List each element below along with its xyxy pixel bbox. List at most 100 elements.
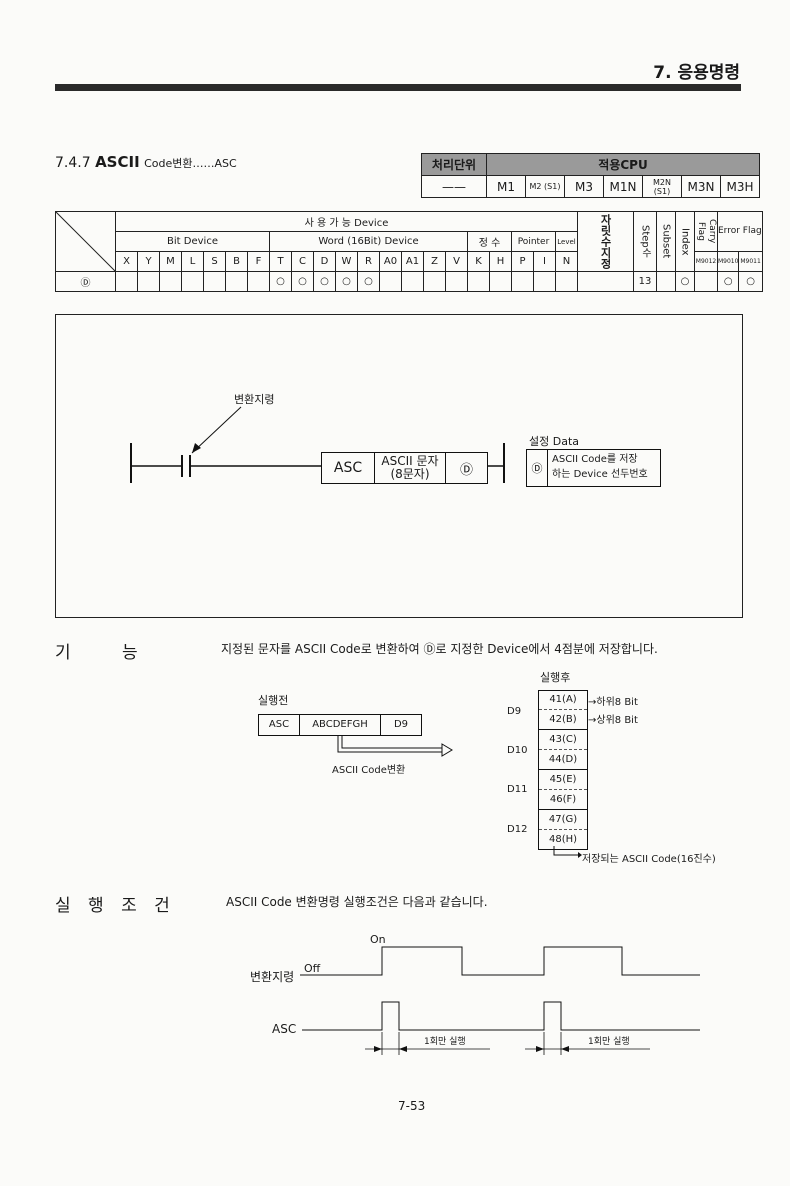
- before-label: 실행전: [258, 694, 289, 707]
- contact-label: 변환지령: [234, 393, 275, 406]
- ladder-lines: [130, 406, 505, 483]
- digit-header: 자릿수지정: [577, 211, 634, 272]
- function-desc: 지정된 문자를 ASCII Code로 변환하여 Ⓓ로 지정한 Device에서…: [221, 642, 658, 656]
- mark-step: 13: [633, 271, 657, 292]
- chapter-title: 7. 응용명령: [653, 63, 740, 83]
- word-device-header: Word (16Bit) Device: [269, 231, 468, 252]
- signal-convert: 변환지령: [250, 970, 295, 984]
- col-y: Y: [137, 251, 160, 272]
- before-instruction: ASC ABCDEFGH D9: [258, 714, 422, 736]
- col-a0: A0: [379, 251, 402, 272]
- proc-unit-header: 처리단위: [421, 153, 487, 176]
- constant-header: 정 수: [467, 231, 512, 252]
- col-v: V: [445, 251, 468, 272]
- col-b: B: [225, 251, 248, 272]
- col-l: L: [181, 251, 204, 272]
- col-h: H: [489, 251, 512, 272]
- flag-m9012: M9012: [694, 251, 718, 272]
- col-x: X: [115, 251, 138, 272]
- setting-desc-line1: ASCII Code를 저장: [552, 454, 638, 465]
- reg-d9: D9: [507, 706, 522, 717]
- stored-note: 저장되는 ASCII Code(16진수): [582, 854, 716, 865]
- setting-title: 설정 Data: [529, 435, 580, 448]
- register-stack: 41(A) 42(B) 43(C) 44(D) 45(E) 46(F) 47(G…: [538, 690, 588, 850]
- reg-value: 46(F): [539, 790, 587, 810]
- col-i: I: [533, 251, 556, 272]
- after-label: 실행후: [540, 671, 571, 684]
- mark-a1: [401, 271, 424, 292]
- arg1-sub-text: (8문자): [390, 467, 430, 481]
- mark-s: [203, 271, 226, 292]
- usable-device-header: 사 용 가 능 Device: [115, 211, 578, 232]
- reg-value: 42(B): [539, 710, 587, 730]
- error-flag-header: Error Flag: [717, 211, 763, 252]
- cpu-m3n: M3N: [681, 175, 721, 198]
- mark-a0: [379, 271, 402, 292]
- col-s: S: [203, 251, 226, 272]
- cpu-header: 적용CPU: [486, 153, 760, 176]
- cpu-m1: M1: [486, 175, 526, 198]
- instr-asc: ASC: [322, 453, 375, 483]
- flag-m9011: M9011: [738, 251, 763, 272]
- cpu-m1n: M1N: [603, 175, 643, 198]
- mark-c: ○: [291, 271, 314, 292]
- mark-error-1: ○: [716, 271, 740, 292]
- col-r: R: [357, 251, 380, 272]
- col-n: N: [555, 251, 578, 272]
- before-asc: ASC: [259, 715, 300, 735]
- ladder-diagram-box: 변환지령 ASC ASCII 문자 (8문자) Ⓓ 설정 Data Ⓓ ASCI…: [55, 314, 743, 618]
- proc-unit-value: ——: [421, 175, 487, 198]
- col-c: C: [291, 251, 314, 272]
- col-a1: A1: [401, 251, 424, 272]
- cpu-m2s1: M2 (S1): [525, 175, 565, 198]
- mark-y: [137, 271, 160, 292]
- stored-arrow: [553, 846, 582, 858]
- cpu-m3: M3: [564, 175, 604, 198]
- section-name: ASCII: [95, 153, 140, 171]
- mark-index: ○: [675, 271, 695, 292]
- section-heading: 7.4.7 ASCII Code변환……ASC: [55, 153, 237, 171]
- header-rule: [55, 84, 741, 91]
- signal-asc: ASC: [272, 1022, 297, 1036]
- step-header: Step수: [633, 211, 657, 272]
- mark-h: [489, 271, 512, 292]
- reg-d12: D12: [507, 824, 528, 835]
- level-header: Level: [555, 231, 578, 252]
- function-title: 기 능: [55, 643, 141, 663]
- cpu-m2ns1: M2N (S1): [642, 175, 682, 198]
- col-k: K: [467, 251, 490, 272]
- section-subtitle: Code변환……ASC: [144, 157, 237, 170]
- applicable-cpu-table: 처리단위 적용CPU —— M1 M2 (S1) M3 M1N M2N (S1)…: [421, 153, 760, 198]
- reg-d11: D11: [507, 784, 528, 795]
- mark-z: [423, 271, 446, 292]
- page-number: 7-53: [398, 1099, 426, 1113]
- mark-digit: [577, 271, 634, 292]
- corner-diagonal-line: [56, 212, 116, 272]
- convert-label: ASCII Code변환: [332, 765, 406, 776]
- condition-title: 실 행 조 건: [55, 896, 173, 916]
- diagonal-corner: [55, 211, 116, 272]
- cpu-m3h: M3H: [720, 175, 760, 198]
- condition-desc: ASCII Code 변환명령 실행조건은 다음과 같습니다.: [226, 895, 488, 909]
- col-f: F: [247, 251, 270, 272]
- setting-desc: ASCII Code를 저장 하는 Device 선두번호: [548, 450, 660, 486]
- mark-p: [511, 271, 534, 292]
- mark-m: [159, 271, 182, 292]
- device-table: 사 용 가 능 Device 자릿수지정 Step수 Subset Index …: [55, 211, 763, 292]
- mark-w: ○: [335, 271, 358, 292]
- mark-n: [555, 271, 578, 292]
- low-byte-note: →하위8 Bit: [588, 697, 638, 708]
- reg-value: 41(A): [539, 691, 587, 710]
- col-w: W: [335, 251, 358, 272]
- instr-arg1: ASCII 문자 (8문자): [375, 453, 446, 483]
- setting-desc-line2: 하는 Device 선두번호: [552, 469, 648, 480]
- on-label: On: [370, 933, 386, 946]
- mark-v: [445, 271, 468, 292]
- mark-error-2: ○: [738, 271, 763, 292]
- col-z: Z: [423, 251, 446, 272]
- col-t: T: [269, 251, 292, 272]
- index-header: Index: [675, 211, 695, 272]
- section-number: 7.4.7: [55, 155, 91, 171]
- pointer-header: Pointer: [511, 231, 556, 252]
- reg-value: 44(D): [539, 750, 587, 770]
